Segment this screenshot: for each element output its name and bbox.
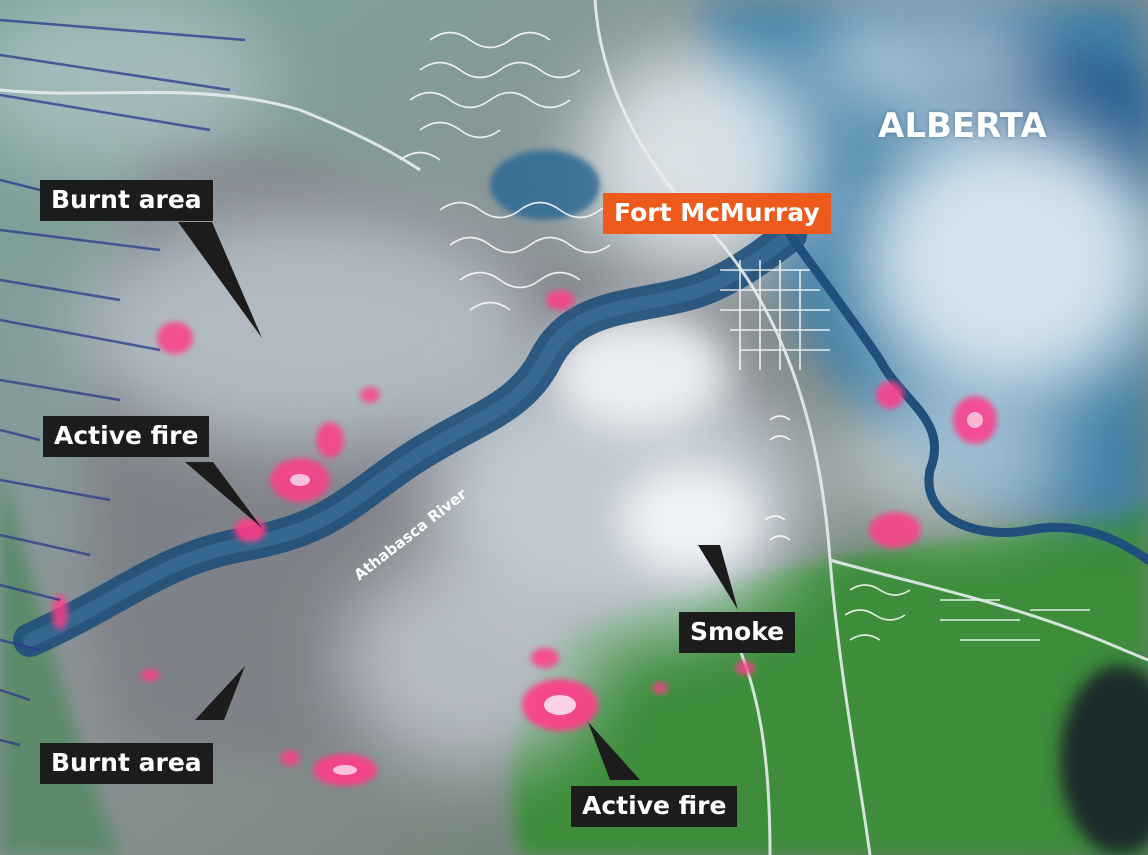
label-pointers: [178, 222, 738, 780]
pointer-smoke: [698, 545, 738, 610]
scan-lines: [0, 18, 246, 747]
label-burnt-area-bottom: Burnt area: [40, 743, 213, 784]
pointer-active-fire-bottom: [588, 722, 640, 780]
forest-southeast: [512, 500, 1148, 855]
dark-patch: [1060, 665, 1148, 855]
pointer-active-fire-left: [185, 462, 262, 528]
city-label-fort-mcmurray: Fort McMurray: [603, 193, 831, 234]
label-active-fire-bottom: Active fire: [571, 786, 738, 827]
pointer-burnt-area-top: [178, 222, 262, 338]
pointer-burnt-area-bottom: [195, 666, 245, 720]
label-burnt-area-top: Burnt area: [40, 180, 213, 221]
clearwater-river: [785, 230, 1148, 565]
forest-southwest: [0, 470, 120, 855]
lake: [490, 150, 600, 220]
label-smoke: Smoke: [679, 612, 796, 653]
label-active-fire-left: Active fire: [43, 416, 210, 457]
region-label: ALBERTA: [878, 106, 1047, 146]
fire-cores: [290, 412, 983, 775]
